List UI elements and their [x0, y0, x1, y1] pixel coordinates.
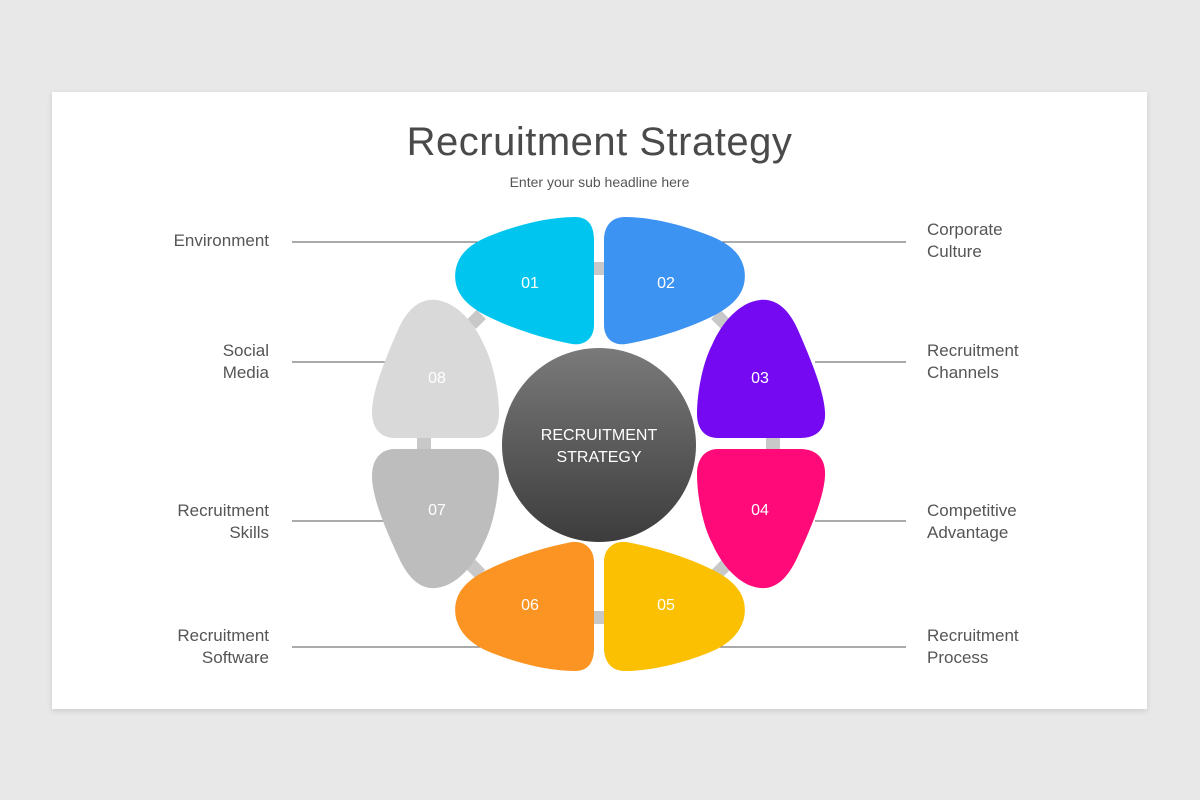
segment-02-shape — [604, 217, 745, 345]
segment-05-number: 05 — [657, 597, 675, 614]
leader-lines — [292, 241, 906, 648]
center-circle — [502, 348, 696, 542]
connector-03-04 — [766, 437, 780, 450]
center-label-line2: STRATEGY — [556, 449, 641, 466]
segment-06-number: 06 — [521, 597, 539, 614]
segment-03-number: 03 — [751, 370, 769, 387]
label-recruitment-software: Recruitment Software — [177, 626, 269, 667]
segment-06-shape — [455, 541, 594, 671]
label-competitive-advantage: Competitive Advantage — [927, 501, 1017, 542]
label-social-media: Social Media — [222, 341, 269, 382]
segment-05-shape — [604, 541, 745, 671]
segment-01: 01 — [455, 217, 594, 345]
segment-04-shape — [697, 449, 826, 589]
segment-04: 04 — [697, 449, 826, 589]
segment-01-number: 01 — [521, 275, 539, 292]
segment-03-shape — [697, 299, 826, 438]
segment-02-number: 02 — [657, 275, 675, 292]
center-label-line1: RECRUITMENT — [541, 427, 658, 444]
segment-08-shape — [372, 299, 499, 438]
connector-07-08 — [417, 437, 431, 450]
segment-08-number: 08 — [428, 370, 446, 387]
segment-07: 07 — [372, 449, 499, 589]
page-title: Recruitment Strategy — [406, 120, 793, 164]
segment-08: 08 — [372, 299, 499, 438]
label-environment: Environment — [173, 231, 269, 250]
segment-06: 06 — [455, 541, 594, 671]
label-corporate-culture: Corporate Culture — [927, 220, 1003, 261]
segment-07-number: 07 — [428, 502, 446, 519]
segment-05: 05 — [604, 541, 745, 671]
connector-05-06 — [593, 611, 607, 624]
segment-03: 03 — [697, 299, 826, 438]
center-hub: RECRUITMENT STRATEGY — [502, 348, 696, 542]
connector-01-02 — [593, 262, 607, 275]
segment-01-shape — [455, 217, 594, 345]
label-recruitment-skills: Recruitment Skills — [177, 501, 269, 542]
segment-04-number: 04 — [751, 502, 769, 519]
segments: 01 02 03 04 05 06 07 08 — [372, 217, 826, 671]
segment-07-shape — [372, 449, 499, 589]
page-subtitle: Enter your sub headline here — [509, 174, 690, 190]
segment-02: 02 — [604, 217, 745, 345]
label-recruitment-process: Recruitment Process — [927, 626, 1019, 667]
label-recruitment-channels: Recruitment Channels — [927, 341, 1019, 382]
